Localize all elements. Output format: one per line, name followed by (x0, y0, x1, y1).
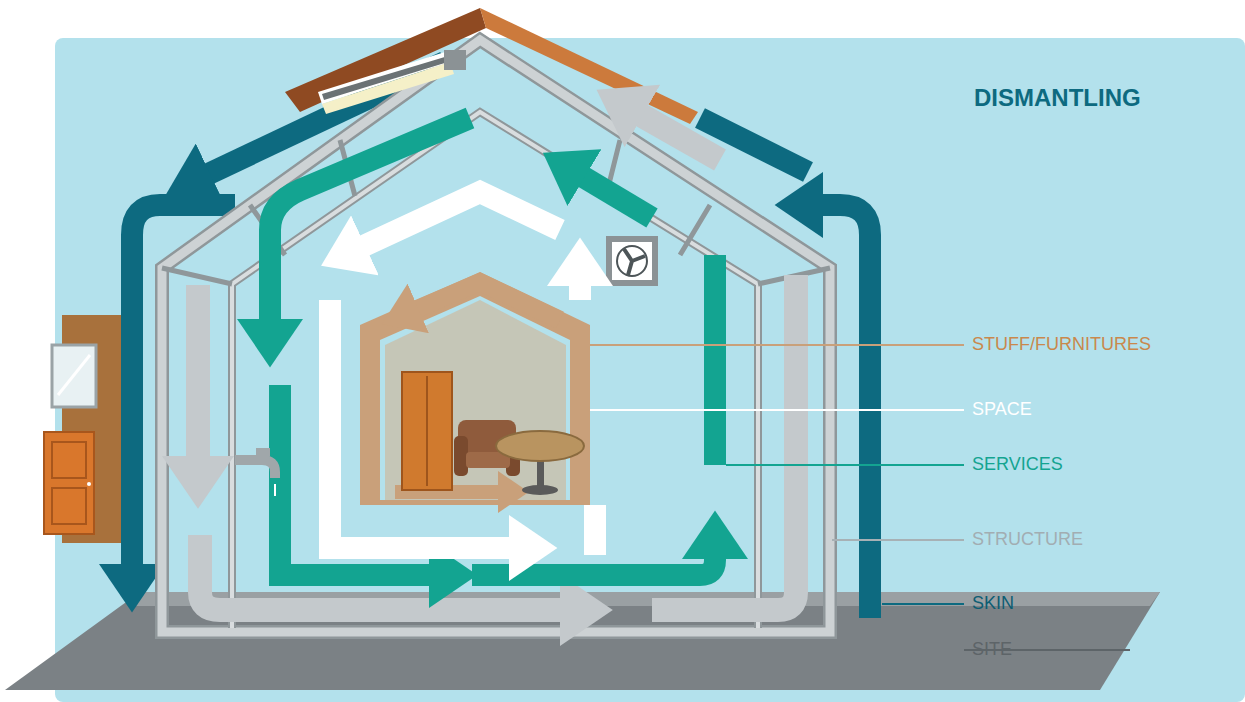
site-ground (5, 592, 1160, 690)
layer-label: STRUCTURE (972, 530, 1083, 550)
roof-left (285, 8, 486, 112)
layer-label: SKIN (972, 594, 1014, 614)
layer-label: SPACE (972, 400, 1032, 420)
diagram-title: DISMANTLING (974, 85, 1141, 111)
light-fixture (318, 50, 466, 114)
faucet-icon (235, 448, 275, 496)
layer-label: SITE (972, 640, 1012, 660)
background-panel (55, 38, 1245, 702)
wall-elements (44, 315, 124, 543)
fan-icon (606, 236, 658, 286)
space-arrows (330, 192, 595, 555)
layer-label: STUFF/FURNITURES (972, 335, 1151, 355)
leader-lines (575, 345, 1130, 650)
layer-label: SERVICES (972, 455, 1063, 475)
stuff-area (360, 272, 590, 505)
structure-arrows (198, 110, 796, 610)
structure-frame (162, 40, 830, 632)
furniture (402, 372, 584, 495)
services-arrows (270, 118, 715, 575)
